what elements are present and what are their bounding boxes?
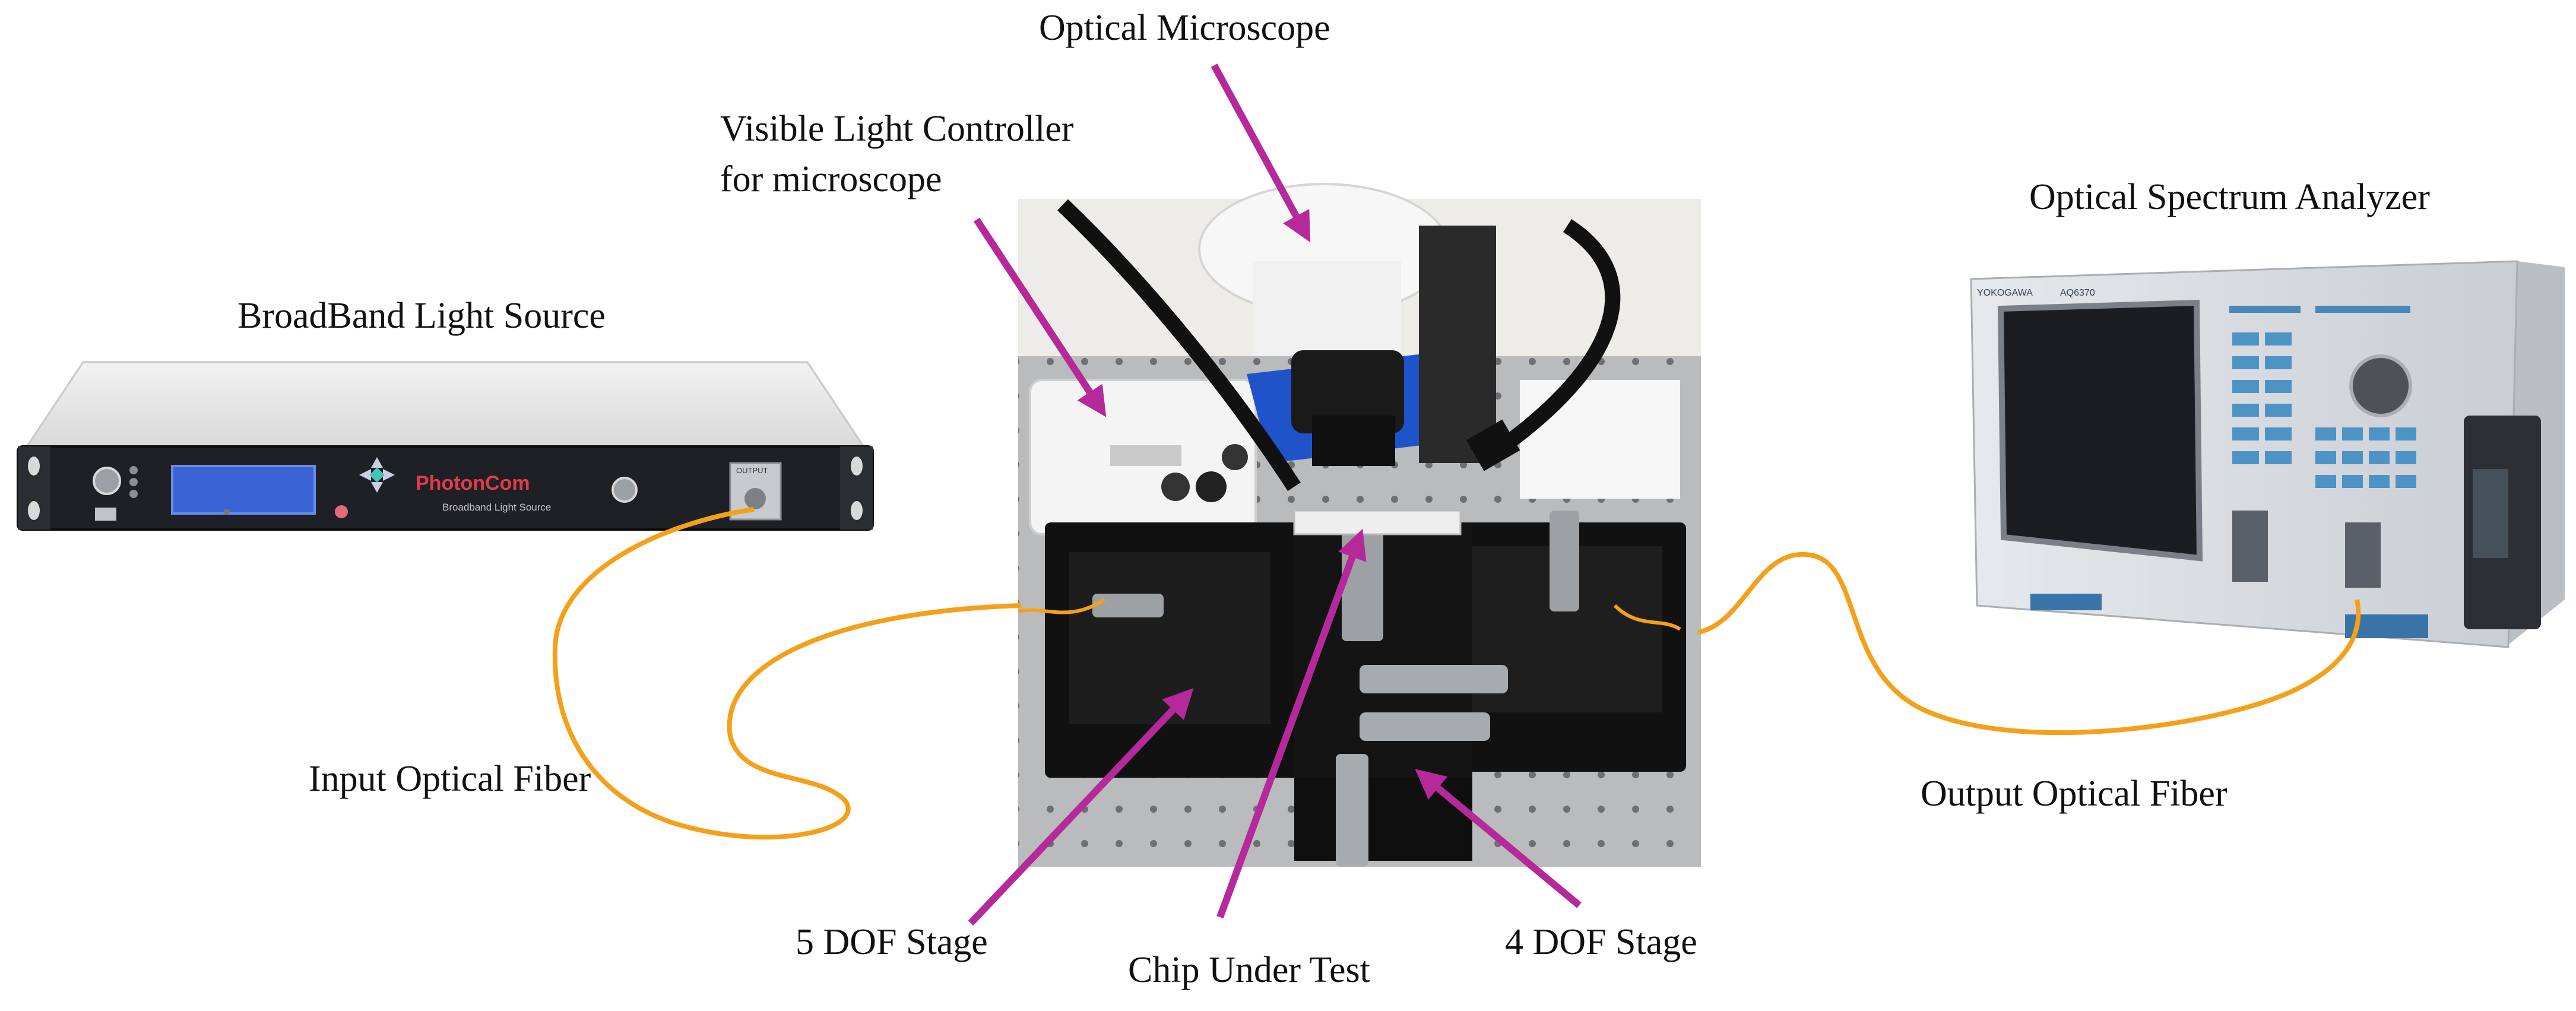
label-4-dof-stage: 4 DOF Stage [1505,922,1697,962]
label-optical-microscope: Optical Microscope [1039,8,1330,48]
label-visible-light-controller-line1: Visible Light Controller [720,109,1074,149]
arrow-5-dof-stage [968,688,1194,926]
light-source-model: Broadband Light Source [442,502,551,513]
broadband-light-source-device: PhotonCom Broadband Light Source OUTPUT [17,361,874,531]
light-source-port-label: OUTPUT [736,466,768,475]
arrow-optical-microscope [1211,64,1311,243]
output-optical-fiber [1697,552,2361,736]
label-chip-under-test: Chip Under Test [1128,950,1370,990]
label-broadband-light-source: BroadBand Light Source [237,296,606,336]
optical-spectrum-analyzer-device: YOKOGAWA AQ6370 [1970,260,2565,648]
input-optical-fiber [552,507,1022,840]
label-output-optical-fiber: Output Optical Fiber [1921,774,2228,814]
label-optical-spectrum-analyzer: Optical Spectrum Analyzer [2029,177,2430,217]
label-input-optical-fiber: Input Optical Fiber [309,759,591,799]
label-5-dof-stage: 5 DOF Stage [796,922,988,962]
arrow-visible-light-controller [973,217,1107,417]
arrow-4-dof-stage [1415,769,1582,908]
arrow-chip-under-test [1216,528,1367,919]
osa-brand: YOKOGAWA [1977,288,2033,298]
light-source-brand: PhotonCom [416,472,530,495]
label-visible-light-controller-line2: for microscope [720,159,942,199]
osa-model: AQ6370 [2060,288,2095,298]
